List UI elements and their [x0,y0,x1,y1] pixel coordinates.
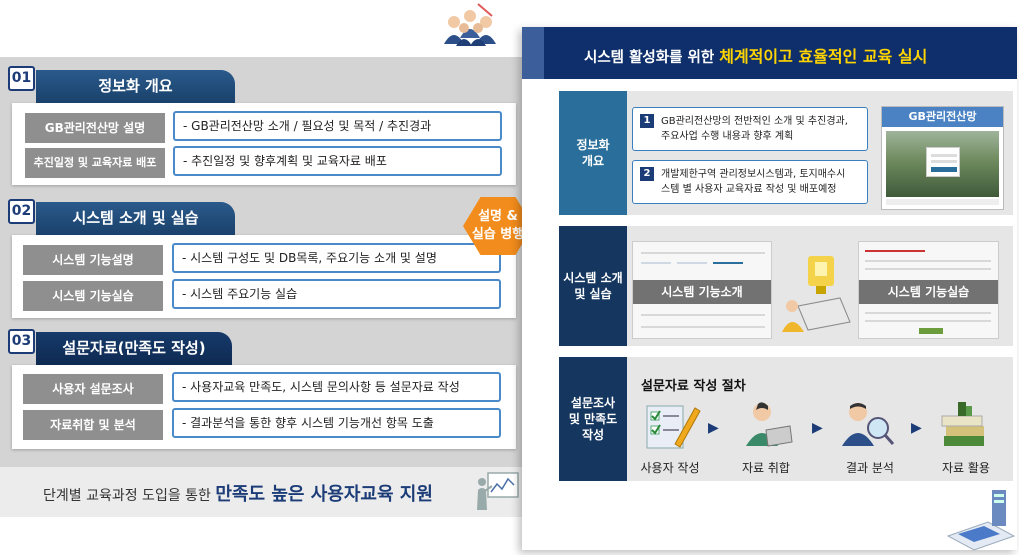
step-arrow-1: ▶ [708,420,719,436]
right-header-text: 시스템 활성화를 위한 체계적이고 효율적인 교육 실시 [584,43,927,67]
explain-practice-badge: 설명 & 실습 병행 [463,197,533,255]
row2-label-line1: 시스템 소개 [563,271,623,285]
section-01-number: 01 [8,66,35,91]
row1-item-1-line2: 주요사업 수행 내용과 향후 계획 [661,131,794,142]
analysis-magnifier-icon [840,400,896,450]
header-prefix: 시스템 활성화를 위한 [584,50,720,66]
section-01-title: 정보화 개요 [36,70,235,103]
row1-item-2: 2 개발제한구역 관리정보시스템과, 토지매수시 스템 별 사용자 교육자료 작… [632,160,868,204]
header-accent-bar [522,27,544,79]
label-schedule-distribution: 추진일정 및 교육자료 배포 [25,148,165,178]
left-footer [0,467,535,517]
desc-system-function: - 시스템 구성도 및 DB목록, 주요기능 소개 및 설명 [172,243,501,273]
system-intro-screenshot: 시스템 기능소개 [632,241,772,339]
row1-item-2-num: 2 [640,167,654,181]
step-data-collect: 자료 취합 [742,461,790,475]
section-02-number: 02 [8,199,35,224]
login-box [926,147,960,177]
badge-line1: 설명 & [478,209,518,224]
row3-label-line3: 작성 [581,428,605,442]
row1-label-line2: 개요 [581,154,605,168]
label-data-analysis: 자료취합 및 분석 [23,410,163,440]
footer-text: 단계별 교육과정 도입을 통한 만족도 높은 사용자교육 지원 [43,480,433,506]
label-gb-network-desc: GB관리전산망 설명 [25,113,165,143]
step-data-use: 자료 활용 [942,461,990,475]
row3-label-line1: 설문조사 [570,396,616,410]
footer-strong: 만족도 높은 사용자교육 지원 [215,484,433,505]
laptop-user-icon [778,252,854,336]
label-system-practice: 시스템 기능실습 [23,281,163,311]
desc-system-practice: - 시스템 주요기능 실습 [172,279,501,309]
desc-gb-network: - GB관리전산망 소개 / 필요성 및 목적 / 추진경과 [173,111,502,141]
section-02-title: 시스템 소개 및 실습 [36,202,235,235]
gb-network-screen-footer [886,199,999,205]
step-result-analysis: 결과 분석 [846,461,894,475]
section-03-number: 03 [8,329,35,354]
gb-network-screen-title: GB관리전산망 [882,107,1003,127]
step-arrow-3: ▶ [911,420,922,436]
gb-network-screen: GB관리전산망 [881,106,1004,210]
people-group-icon [440,2,500,46]
row1-item-2-line2: 스템 별 사용자 교육자료 작성 및 배포예정 [661,184,837,195]
row3-band [559,357,1013,481]
computer-decoration-icon [944,486,1016,552]
desc-data-analysis: - 결과분석을 통한 향후 시스템 기능개선 항목 도출 [172,408,501,438]
label-system-function-desc: 시스템 기능설명 [23,245,163,275]
step-arrow-2: ▶ [812,420,823,436]
row1-item-2-line1: 개발제한구역 관리정보시스템과, 토지매수시 [661,169,846,180]
row1-item-1-num: 1 [640,114,654,128]
row3-label-line2: 및 만족도 [568,412,618,426]
right-header: 시스템 활성화를 위한 체계적이고 효율적인 교육 실시 [522,27,1017,79]
row1-label-line1: 정보화 [576,138,610,152]
gb-network-screen-image [886,131,999,197]
row1-item-1: 1 GB관리전산망의 전반적인 소개 및 추진경과, 주요사업 수행 내용과 향… [632,107,868,151]
system-practice-label: 시스템 기능실습 [859,280,998,304]
system-intro-label: 시스템 기능소개 [633,280,771,304]
desc-schedule: - 추진일정 및 향후계획 및 교육자료 배포 [173,146,502,176]
header-highlight: 체계적이고 효율적인 교육 실시 [719,47,928,66]
presenter-chart-icon [474,470,520,512]
row1-item-1-line1: GB관리전산망의 전반적인 소개 및 추진경과, [661,116,848,127]
label-user-survey: 사용자 설문조사 [23,374,163,404]
section-03-title: 설문자료(만족도 작성) [36,332,232,365]
footer-prefix: 단계별 교육과정 도입을 통한 [43,488,216,504]
step-user-write: 사용자 작성 [640,461,700,475]
row2-label-line2: 및 실습 [574,287,612,301]
checklist-icon [645,400,701,450]
system-practice-screenshot: 시스템 기능실습 [858,241,999,339]
books-icon [940,400,990,450]
desc-user-survey: - 사용자교육 만족도, 시스템 문의사항 등 설문자료 작성 [172,372,501,402]
person-laptop-icon [742,400,794,450]
survey-procedure-title: 설문자료 작성 절차 [641,379,746,394]
badge-line2: 실습 병행 [471,227,525,242]
